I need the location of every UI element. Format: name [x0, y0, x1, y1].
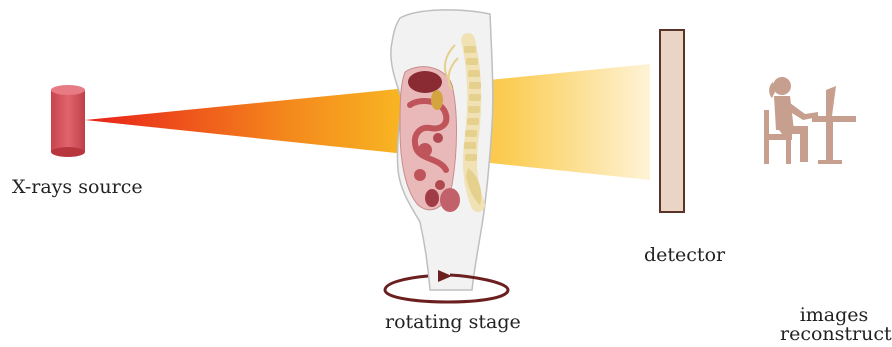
images-reconstruction-line2: reconstruction — [780, 325, 888, 344]
xray-beam — [85, 64, 650, 180]
detector-label: detector — [644, 244, 725, 266]
xray-source-label: X-rays source — [12, 176, 143, 198]
images-reconstruction-label: images reconstruction — [780, 306, 888, 344]
x-ray-tube-cylinder-icon — [51, 85, 85, 157]
rotating-stage-label: rotating stage — [385, 311, 521, 333]
human-body-section — [391, 10, 493, 290]
detector-panel — [660, 30, 684, 212]
person-at-computer-icon — [764, 77, 856, 164]
